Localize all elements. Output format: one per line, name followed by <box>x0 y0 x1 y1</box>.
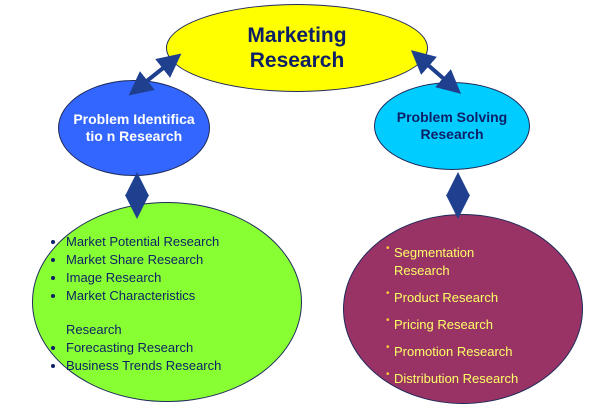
list-item: Forecasting Research <box>48 339 221 357</box>
problem-solving-node-ellipse <box>374 82 530 170</box>
list-item: Distribution Research <box>386 366 518 388</box>
list-item: Segmentation Research <box>386 240 518 280</box>
root-node-ellipse <box>166 4 428 92</box>
list-item-continuation: Research <box>66 322 122 337</box>
list-item: Image Research <box>48 269 221 287</box>
list-item: Business Trends Research <box>48 357 221 375</box>
list-item: Market Share Research <box>48 251 221 269</box>
identification-research-list: Market Potential Research Market Share R… <box>48 233 221 375</box>
identification-list-ellipse <box>32 202 302 402</box>
problem-identification-label: Problem Identificatio n Research <box>73 111 195 144</box>
list-item-line2: Research <box>394 263 450 278</box>
list-item: Market Potential Research <box>48 233 221 251</box>
root-label-line1: Marketing <box>247 23 347 47</box>
problem-identification-node-ellipse <box>58 80 210 176</box>
list-item: Market Characteristics <box>48 287 221 305</box>
list-item: Promotion Research <box>386 339 518 361</box>
root-node-label: Marketing Research <box>166 4 428 92</box>
list-item-line1: Segmentation <box>394 245 475 260</box>
problem-solving-label: Problem Solving Research <box>396 109 508 142</box>
solving-research-list: Segmentation Research Product Research P… <box>386 240 518 397</box>
root-label-line2: Research <box>249 49 345 72</box>
list-item: Product Research <box>386 285 518 307</box>
arrow-root-to-left <box>128 53 182 96</box>
arrow-root-to-right <box>410 50 462 94</box>
list-item: Pricing Research <box>386 312 518 334</box>
